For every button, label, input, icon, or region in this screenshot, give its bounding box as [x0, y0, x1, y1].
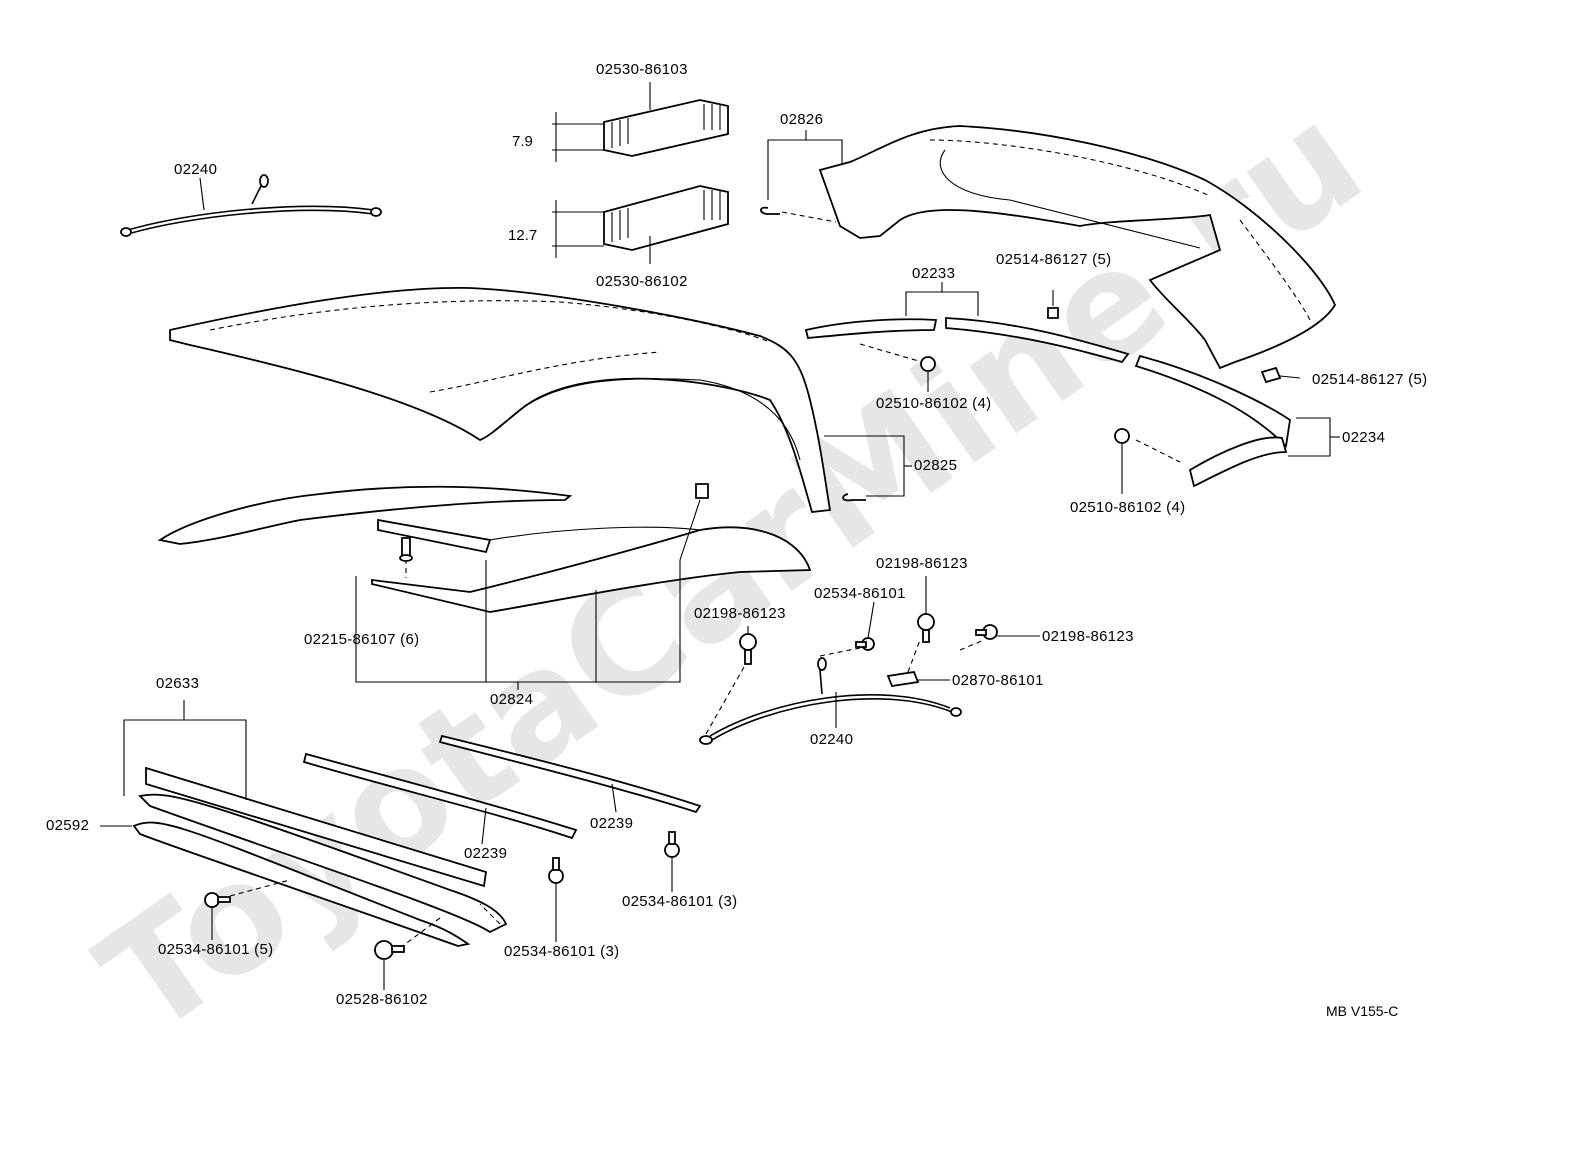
- spacer-clip-upper: [603, 82, 729, 157]
- rail-02234: [1134, 354, 1291, 488]
- clip-02825-upper: [679, 483, 709, 561]
- label-02239-a: 02239: [590, 815, 633, 832]
- weatherstrip-02239-a: [302, 752, 578, 840]
- label-02825: 02825: [914, 457, 957, 474]
- label-02534-86101: 02534-86101: [814, 585, 906, 602]
- bolt-02198-c: [975, 624, 998, 640]
- label-02534-86101-3a: 02534-86101 (3): [622, 893, 737, 910]
- clip-02826: [760, 206, 837, 223]
- nut-02510-b: [1114, 428, 1130, 444]
- label-02530-86103: 02530-86103: [596, 61, 688, 78]
- bolt-02534-top: [855, 637, 875, 651]
- label-02534-86101-5: 02534-86101 (5): [158, 941, 273, 958]
- label-02215-86107: 02215-86107 (6): [304, 631, 419, 648]
- label-02240-top: 02240: [174, 161, 217, 178]
- label-02239-b: 02239: [464, 845, 507, 862]
- label-02198-86123-a: 02198-86123: [876, 555, 968, 572]
- screw-02534-3a: [548, 857, 564, 884]
- label-02530-86102: 02530-86102: [596, 273, 688, 290]
- rear-window-panel: [818, 125, 1337, 370]
- label-02233: 02233: [912, 265, 955, 282]
- label-02510-86102-a: 02510-86102 (4): [876, 395, 991, 412]
- label-02234: 02234: [1342, 429, 1385, 446]
- leader-lines: [100, 130, 1340, 990]
- label-02826: 02826: [780, 111, 823, 128]
- front-bow-trim: [157, 485, 573, 545]
- label-02824: 02824: [490, 691, 533, 708]
- label-02240-bottom: 02240: [810, 731, 853, 748]
- weatherstrip-02239-b: [438, 734, 702, 814]
- rear-shelf-02824: [371, 518, 812, 613]
- label-02198-86123-c: 02198-86123: [1042, 628, 1134, 645]
- bracket-02870: [886, 671, 920, 687]
- strap-02240-top: [120, 174, 382, 237]
- label-02528-86102: 02528-86102: [336, 991, 428, 1008]
- label-02198-86123-b: 02198-86123: [694, 605, 786, 622]
- label-dim-12-7: 12.7: [508, 227, 537, 244]
- label-02510-86102-b: 02510-86102 (4): [1070, 499, 1185, 516]
- screw-02534-3b: [664, 831, 680, 858]
- label-02534-86101-3b: 02534-86101 (3): [504, 943, 619, 960]
- clip-02825: [842, 493, 866, 502]
- header-rail-02633: [132, 766, 508, 949]
- drawing-code: MB V155-C: [1326, 1003, 1398, 1019]
- rail-02233: [804, 317, 1130, 364]
- screw-02514-a: [1047, 290, 1059, 319]
- nut-02510-a: [920, 356, 936, 372]
- strap-02240-bottom: [699, 639, 985, 745]
- screw-02514-b: [1260, 366, 1282, 384]
- bolt-02198-a: [739, 633, 757, 665]
- rivet-02215: [399, 537, 413, 562]
- label-02514-86127-a: 02514-86127 (5): [996, 251, 1111, 268]
- dimension-lines: [552, 112, 604, 258]
- bolt-02198-b: [917, 613, 935, 643]
- screw-02534-5: [204, 892, 231, 908]
- soft-top-panel: [169, 287, 832, 513]
- label-02633: 02633: [156, 675, 199, 692]
- label-02592: 02592: [46, 817, 89, 834]
- bolt-02528: [374, 940, 405, 960]
- label-02514-86127-b: 02514-86127 (5): [1312, 371, 1427, 388]
- label-02870-86101: 02870-86101: [952, 672, 1044, 689]
- label-dim-7-9: 7.9: [512, 133, 533, 150]
- spacer-clip-lower: [603, 185, 729, 264]
